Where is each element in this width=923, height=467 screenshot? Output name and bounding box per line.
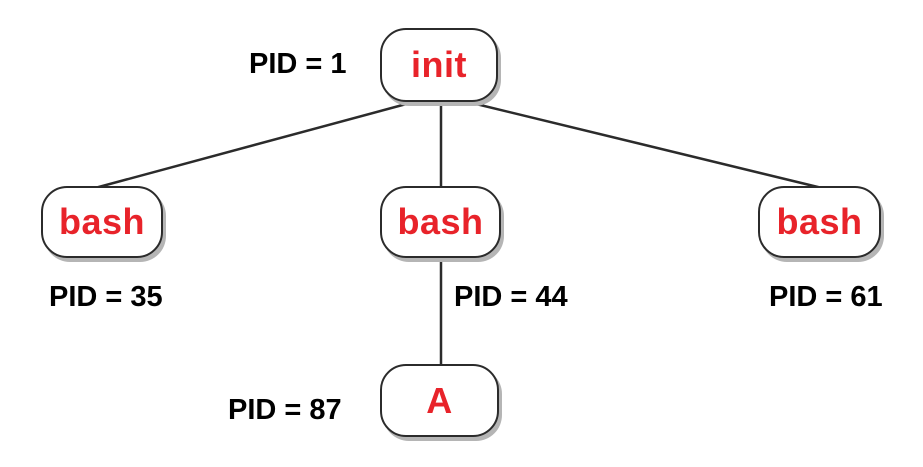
node-bash-35: bash <box>41 186 163 258</box>
node-bash-44-label: bash <box>397 201 484 242</box>
edge-init-bash-35 <box>94 101 411 190</box>
node-bash-61: bash <box>758 186 881 258</box>
node-bash-35-label: bash <box>58 201 146 242</box>
node-a: A <box>380 364 499 437</box>
node-bash-44: bash <box>380 186 501 258</box>
edge-init-bash-61 <box>471 101 823 190</box>
pid-label-bash-35: PID = 35 <box>49 281 163 313</box>
node-init-label: init <box>411 44 467 85</box>
pid-label-bash-44: PID = 44 <box>454 281 568 313</box>
node-bash-61-label: bash <box>776 201 863 242</box>
node-a-label: A <box>426 379 453 421</box>
pid-label-init: PID = 1 <box>249 48 347 80</box>
node-init: init <box>380 28 498 102</box>
pid-label-bash-61: PID = 61 <box>769 281 883 313</box>
pid-label-a: PID = 87 <box>228 394 342 426</box>
